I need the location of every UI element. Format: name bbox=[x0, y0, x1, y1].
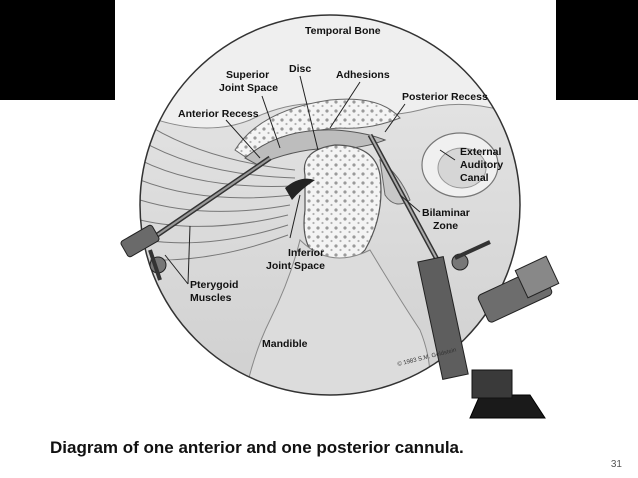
illustration-border bbox=[139, 14, 521, 396]
label-posterior-recess: Posterior Recess bbox=[402, 91, 488, 103]
anterior-cannula-valve bbox=[148, 249, 162, 281]
label-superior-line2: Joint Space bbox=[219, 82, 278, 94]
arthroscope-body bbox=[417, 256, 469, 380]
page-number: 31 bbox=[610, 459, 622, 470]
label-external-line1: External bbox=[460, 146, 502, 158]
label-superior-line1: Superior bbox=[226, 69, 269, 81]
label-disc: Disc bbox=[289, 63, 311, 75]
light-post-end bbox=[514, 255, 560, 299]
eyepiece bbox=[469, 394, 546, 419]
top-right-black-bar bbox=[556, 0, 638, 100]
posterior-cannula bbox=[367, 133, 560, 419]
eyepiece-collar bbox=[471, 369, 513, 399]
diagram-svg: Temporal Bone Disc Adhesions Superior Jo… bbox=[120, 14, 560, 419]
label-anterior-recess: Anterior Recess bbox=[178, 108, 259, 120]
posterior-cannula-valve bbox=[454, 240, 491, 260]
auditory-canal-inner bbox=[437, 147, 487, 189]
slide-caption: Diagram of one anterior and one posterio… bbox=[50, 438, 464, 457]
anterior-cannula-shaft-highlight bbox=[149, 157, 271, 241]
anterior-cannula-hub bbox=[120, 224, 160, 258]
label-bilaminar-line1: Bilaminar bbox=[422, 207, 470, 219]
label-external-line2: Auditory bbox=[460, 159, 503, 171]
top-left-black-bar bbox=[0, 0, 115, 100]
leader-lines bbox=[164, 75, 456, 285]
label-adhesions: Adhesions bbox=[336, 69, 390, 81]
label-bilaminar-line2: Zone bbox=[433, 220, 458, 232]
label-pterygoid-line1: Pterygoid bbox=[190, 279, 238, 291]
inferior-joint-space bbox=[285, 178, 315, 200]
anterior-cannula bbox=[120, 155, 272, 281]
disc-shape bbox=[244, 129, 387, 166]
label-inferior-line1: Inferior bbox=[288, 247, 324, 259]
label-mandible: Mandible bbox=[262, 338, 308, 350]
label-inferior-line2: Joint Space bbox=[266, 260, 325, 272]
label-pterygoid-line2: Muscles bbox=[190, 292, 232, 304]
posterior-cannula-shaft-highlight bbox=[369, 134, 441, 266]
label-temporal-bone: Temporal Bone bbox=[305, 25, 381, 37]
label-external-line3: Canal bbox=[460, 172, 489, 184]
tmj-arthroscopy-diagram: Temporal Bone Disc Adhesions Superior Jo… bbox=[120, 14, 560, 419]
